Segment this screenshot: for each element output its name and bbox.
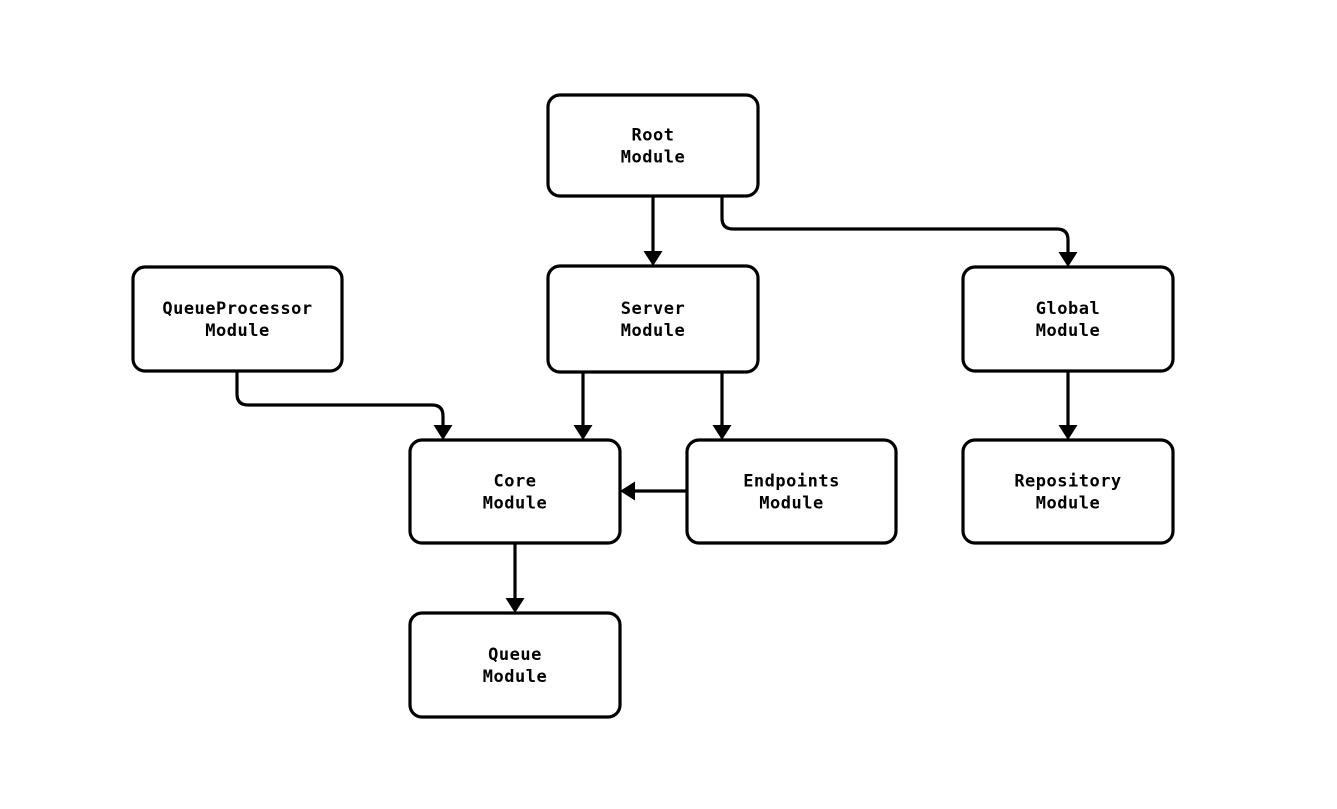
queue-module-node-box[interactable] [408,611,622,719]
queue-module-node-label-line1: Queue [488,645,542,665]
global-module-node-label-line2: Module [1036,321,1100,341]
edge-root-to-global-line [720,196,1070,254]
edge-server-to-endpoints-arrowhead-icon [712,425,732,440]
nodes-layer: RootModuleQueueProcessorModuleServerModu… [131,93,1175,719]
endpoints-module-node-box[interactable] [685,438,898,545]
edges-layer [235,196,1078,613]
root-module-node-label-line2: Module [621,148,685,168]
core-module-node-label-line1: Core [494,472,537,492]
root-module-node-label-line1: Root [632,126,675,146]
repository-module-node-label-line2: Module [1036,494,1100,514]
edge-core-to-queue-arrowhead-icon [505,598,525,613]
edge-server-to-core-arrowhead-icon [573,425,593,440]
server-module-node-label-line1: Server [621,299,685,319]
core-module-node-box[interactable] [408,438,622,545]
repository-module-node-box[interactable] [961,438,1175,545]
edge-server-to-endpoints [712,372,732,440]
edge-queueprocessor-to-core [235,371,453,440]
queueprocessor-module-node-box[interactable] [131,265,344,373]
root-module-node-box[interactable] [546,93,760,198]
edge-server-to-core [573,372,593,440]
edge-root-to-global [720,196,1078,267]
global-module-node-label-line1: Global [1036,299,1100,319]
edge-endpoints-to-core-arrowhead-icon [620,481,635,501]
edge-global-to-repository [1058,371,1078,440]
edge-queueprocessor-to-core-line [235,371,445,428]
edge-global-to-repository-arrowhead-icon [1058,425,1078,440]
edge-core-to-queue [505,543,525,613]
edge-endpoints-to-core [620,481,687,501]
repository-module-node-label-line1: Repository [1014,472,1121,492]
queueprocessor-module-node-label-line2: Module [205,321,269,341]
core-module-node-label-line2: Module [483,494,547,514]
edge-root-to-server [643,196,663,266]
edge-queueprocessor-to-core-arrowhead-icon [433,425,453,440]
server-module-node-label-line2: Module [621,321,685,341]
endpoints-module-node-label-line1: Endpoints [743,472,840,492]
global-module-node-box[interactable] [961,265,1175,373]
queue-module-node-label-line2: Module [483,667,547,687]
edge-root-to-global-arrowhead-icon [1058,252,1078,267]
endpoints-module-node-label-line2: Module [759,494,823,514]
server-module-node-box[interactable] [546,264,760,374]
queueprocessor-module-node-label-line1: QueueProcessor [162,299,312,319]
edge-root-to-server-arrowhead-icon [643,251,663,266]
